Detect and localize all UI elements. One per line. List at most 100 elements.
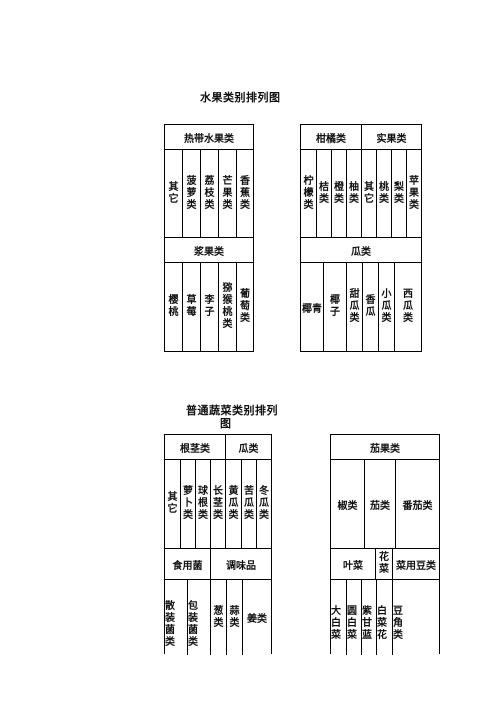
pome-item: 桃类 (377, 150, 391, 238)
vertical-char: 瓜 (381, 301, 392, 312)
vertical-char: 桔 (319, 182, 329, 193)
vertical-char: 子 (330, 307, 340, 318)
beans-item: 豆角类 (393, 580, 439, 655)
vertical-char: 柠 (303, 176, 314, 187)
fruit-left-table: 热带水果类 其它 菠萝类 荔枝类 芒果类 香蕉类 浆果类 樱桃 草莓 李子 猕猴… (164, 124, 254, 352)
vertical-char: 菜 (331, 629, 341, 641)
vertical-char: 果 (409, 188, 419, 199)
root-item: 其它 (165, 460, 180, 548)
vertical-char: 类 (228, 510, 239, 521)
fungi-item: 散装菌类 (165, 580, 187, 655)
vertical-char: 小 (381, 289, 392, 300)
vertical-char: 类 (259, 510, 269, 521)
solanaceous-item: 番茄类 (402, 500, 433, 512)
vertical-char: 葱 (213, 605, 224, 617)
vegetable-left-table: 根茎类 瓜类 其它 萝卜类 球根类 长茎类 黄瓜类 苦瓜类 冬瓜类 食用菌 调味… (164, 434, 272, 655)
berry-item: 樱桃 (165, 263, 182, 351)
vertical-char: 类 (222, 200, 233, 211)
vertical-char: 它 (364, 194, 374, 205)
vertical-char: 萄 (240, 301, 250, 312)
vertical-char: 菜 (377, 617, 387, 629)
vertical-char: 类 (319, 194, 329, 205)
vertical-char: 类 (198, 510, 208, 521)
tropical-item: 芒果类 (219, 150, 236, 238)
solanaceous-header: 茄果类 (370, 443, 400, 455)
vertical-char: 它 (167, 504, 178, 515)
melon-header: 瓜类 (351, 246, 371, 258)
vertical-char: 檬 (303, 188, 314, 199)
vertical-char: 瓜 (228, 498, 239, 509)
vertical-char: 橙 (334, 182, 344, 193)
vertical-char: 紫 (362, 605, 372, 617)
citrus-item: 柠檬类 (301, 150, 316, 238)
seasoning-header: 调味品 (226, 560, 256, 572)
vertical-char: 类 (240, 200, 250, 211)
vertical-char: 蓝 (362, 629, 372, 641)
vertical-char: 圆 (347, 605, 357, 617)
vertical-char: 其 (364, 182, 374, 193)
vertical-char: 类 (165, 636, 175, 648)
vertical-char: 菜 (347, 629, 357, 641)
vertical-char: 类 (393, 629, 403, 641)
tropical-item: 菠萝类 (183, 150, 200, 238)
vertical-char: 类 (403, 313, 413, 324)
vertical-char: 菌 (188, 624, 198, 636)
vertical-char: 类 (240, 313, 250, 324)
tropical-item: 香蕉类 (237, 150, 253, 238)
vertical-char: 萝 (186, 188, 197, 199)
berry-item: 猕猴桃类 (219, 263, 236, 351)
vertical-char: 葡 (240, 289, 250, 300)
gourd-header: 瓜类 (238, 443, 259, 455)
root-item: 萝卜类 (181, 460, 195, 548)
vertical-char: 子 (204, 307, 215, 318)
vertical-char: 长 (213, 486, 223, 497)
vertical-char: 类 (213, 510, 223, 521)
vertical-char: 瓜 (259, 498, 269, 509)
citrus-item: 柚类 (347, 150, 361, 238)
vertical-char: 类 (229, 617, 240, 629)
vertical-char: 果 (222, 188, 233, 199)
pome-item: 苹果类 (407, 150, 421, 238)
pome-header: 实果类 (376, 133, 407, 145)
citrus-header: 柑橘类 (316, 133, 346, 145)
vertical-char: 瓜 (349, 301, 360, 312)
vertical-char: 草 (186, 295, 197, 306)
citrus-item: 橙类 (332, 150, 346, 238)
vertical-char: 枝 (204, 188, 215, 199)
vertical-char: 香 (365, 295, 376, 306)
melon-item: 小瓜类 (379, 263, 394, 351)
vertical-char: 类 (349, 313, 360, 324)
fungi-header: 食用菌 (172, 560, 203, 572)
vertical-char: 白 (347, 617, 357, 629)
pome-item: 梨类 (392, 150, 406, 238)
seasoning-item: 葱类 (211, 580, 226, 655)
root-item: 球根类 (196, 460, 210, 548)
vertical-char: 散 (165, 600, 175, 612)
vertical-char: 蕉 (240, 188, 250, 199)
solanaceous-item: 椒类 (337, 500, 358, 512)
vertical-char: 装 (165, 612, 175, 624)
vertical-char: 瓜 (365, 307, 376, 318)
vertical-char: 其 (167, 492, 178, 503)
berry-item: 草莓 (183, 263, 200, 351)
vertical-char: 其 (168, 182, 179, 193)
vertical-char: 类 (303, 200, 314, 211)
vertical-char: 类 (213, 617, 224, 629)
leafy-item: 紫甘蓝 (362, 580, 376, 655)
vertical-char: 包 (188, 600, 198, 612)
pome-item: 其它 (362, 150, 376, 238)
flower-header: 花菜 (376, 549, 392, 579)
vertical-char: 蒜 (229, 605, 240, 617)
vertical-char: 它 (168, 194, 179, 205)
melon-item: 椰子 (324, 263, 346, 351)
root-item: 长茎类 (211, 460, 225, 548)
tropical-item: 其它 (165, 150, 182, 238)
vertical-char: 类 (394, 194, 404, 205)
tropical-item: 荔枝类 (201, 150, 218, 238)
melon-item: 西瓜类 (395, 263, 421, 351)
leafy-header: 叶菜 (343, 560, 363, 572)
vertical-char: 芒 (222, 176, 233, 187)
vertical-char: 椰 (330, 295, 340, 306)
vertical-char: 装 (188, 612, 198, 624)
vertical-char: 类 (349, 194, 359, 205)
